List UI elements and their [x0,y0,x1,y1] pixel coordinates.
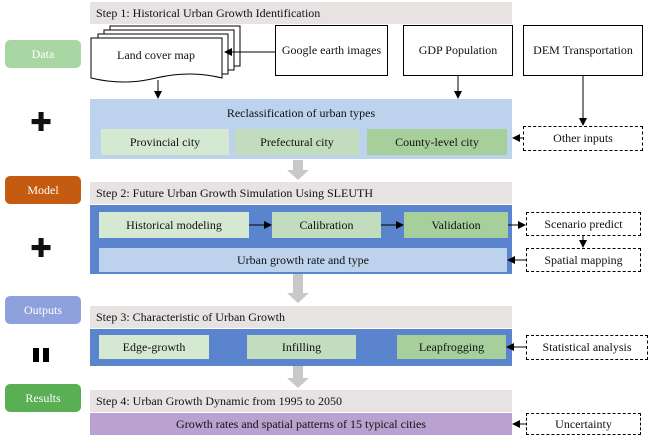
calibration-box: Calibration [272,212,381,238]
edge-growth-box: Edge-growth [99,335,209,359]
gdp-population-box: GDP Population [403,25,513,76]
dem-transportation-box: DEM Transportation [523,25,643,76]
flow-arrow-3 [287,364,309,388]
reclassification-title: Reclassification of urban types [226,105,376,120]
results-bar: Growth rates and spatial patterns of 15 … [90,413,512,435]
data-pill: Data [5,40,81,68]
infilling-box: Infilling [247,335,356,359]
plus-icon: ✚ [30,234,52,264]
leapfrogging-box: Leapfrogging [397,335,506,359]
prefectural-city-box: Prefectural city [235,129,359,155]
statistical-analysis-box: Statistical analysis [526,335,648,360]
step-2-bar: Step 2: Future Urban Growth Simulation U… [90,182,512,204]
historical-modeling-box: Historical modeling [99,212,249,238]
spatial-mapping-box: Spatial mapping [526,248,641,272]
pause-icon [30,345,52,365]
model-pill: Model [5,176,81,204]
document-stack-icon [90,25,241,83]
validation-box: Validation [404,212,508,238]
county-level-city-box: County-level city [367,129,507,155]
urban-growth-rate-box: Urban growth rate and type [99,248,507,272]
land-cover-map-stack: Land cover map [90,25,242,83]
results-pill: Results [5,384,81,412]
plus-icon: ✚ [30,108,52,138]
flow-arrow-2 [287,274,309,303]
land-cover-map-label: Land cover map [117,47,195,62]
google-earth-images-box: Google earth images [275,25,388,76]
flow-arrow-1 [287,160,309,180]
scenario-predict-box: Scenario predict [526,212,641,236]
step-4-bar: Step 4: Urban Growth Dynamic from 1995 t… [90,390,512,412]
uncertainty-box: Uncertainty [526,413,641,435]
other-inputs-box: Other inputs [523,126,643,151]
step-1-bar: Step 1: Historical Urban Growth Identifi… [90,2,512,24]
outputs-pill: Outputs [5,296,81,324]
provincial-city-box: Provincial city [101,129,229,155]
step-3-bar: Step 3: Characteristic of Urban Growth [90,306,512,328]
